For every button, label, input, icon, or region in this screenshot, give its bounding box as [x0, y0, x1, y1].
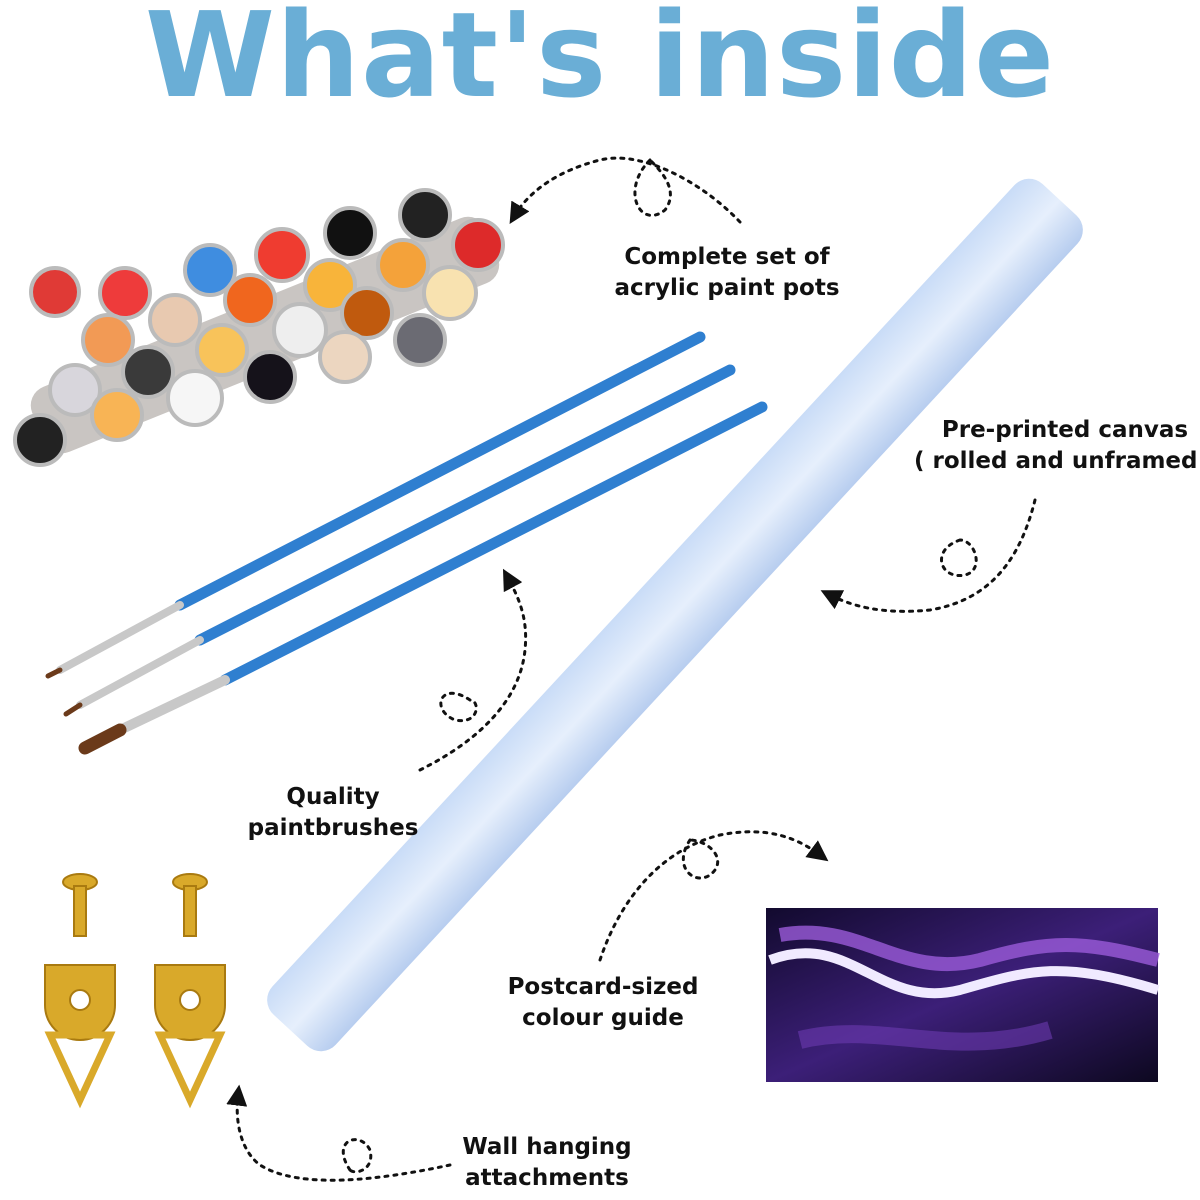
paint-pots: [13, 188, 505, 467]
label-line: paintbrushes: [247, 815, 419, 841]
wall-hanging-hardware: [44, 873, 226, 1109]
arrow-to-brushes: [418, 568, 528, 772]
label-colour-guide: Postcard-sized colour guide: [508, 972, 699, 1034]
page-title: What's inside: [144, 0, 1056, 124]
rolled-canvas: [267, 178, 1083, 1052]
label-canvas: Pre-printed canvas ( rolled and unframed…: [914, 415, 1200, 477]
label-line: attachments: [465, 1165, 629, 1191]
label-line: Wall hanging: [462, 1134, 632, 1160]
arrow-to-paint-pots: [509, 156, 742, 225]
label-line: acrylic paint pots: [614, 275, 840, 301]
label-paint-pots: Complete set of acrylic paint pots: [614, 242, 839, 304]
label-hanging: Wall hanging attachments: [462, 1132, 631, 1194]
label-line: ( rolled and unframed ): [913, 448, 1200, 474]
arrow-to-canvas: [820, 498, 1037, 613]
paintbrushes: [45, 331, 768, 755]
label-line: Postcard-sized: [507, 974, 699, 1000]
label-line: Quality: [286, 784, 380, 810]
arrow-to-colour-guide: [598, 830, 829, 962]
colour-guide-postcard: [766, 908, 1160, 1082]
arrow-to-hardware: [226, 1084, 452, 1182]
label-line: colour guide: [522, 1005, 684, 1031]
label-line: Pre-printed canvas: [941, 417, 1189, 443]
label-line: Complete set of: [624, 244, 830, 270]
label-brushes: Quality paintbrushes: [248, 782, 419, 844]
